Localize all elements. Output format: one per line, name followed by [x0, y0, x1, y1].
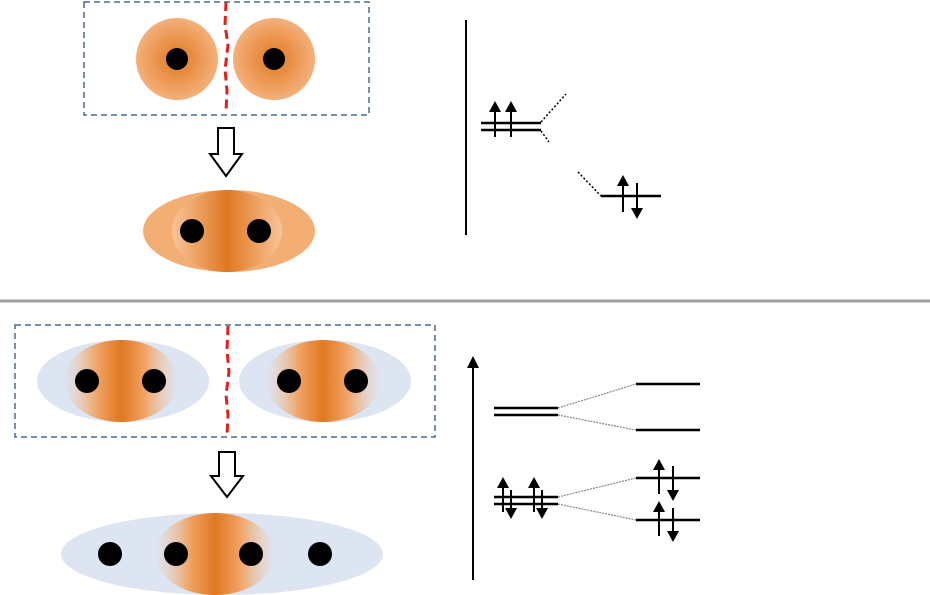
electron-spin-up-icon — [489, 101, 501, 137]
electron-spin-up-icon — [653, 501, 665, 536]
dashed-box-bottom — [14, 324, 436, 438]
correlation-line — [557, 414, 637, 431]
atom-nucleus — [239, 542, 263, 566]
electron-spin-down-icon — [667, 466, 679, 501]
correlation-line — [540, 93, 567, 123]
atom-nucleus — [180, 219, 204, 243]
electron-spin-down-icon — [536, 490, 548, 519]
correlation-line — [557, 477, 637, 498]
cut-line — [223, 1, 230, 113]
bottom-panel — [14, 324, 700, 595]
down-arrow-icon — [208, 127, 244, 178]
bond-density — [155, 513, 275, 595]
correlation-line — [557, 503, 637, 521]
atom-nucleus — [164, 542, 188, 566]
atom-nucleus — [263, 48, 285, 70]
electron-spin-up-icon — [497, 477, 509, 512]
atom-nucleus — [98, 542, 122, 566]
atom-nucleus — [166, 48, 188, 70]
bond-density — [266, 340, 380, 422]
correlation-line — [577, 171, 602, 197]
dashed-box-top — [83, 1, 370, 116]
atom-nucleus — [308, 542, 332, 566]
electron-spin-up-icon — [653, 459, 665, 494]
atom-nucleus — [75, 369, 99, 393]
correlation-line — [557, 383, 637, 409]
electron-spin-down-icon — [667, 508, 679, 542]
down-arrow-icon — [208, 451, 246, 499]
electron-spin-up-icon — [505, 101, 517, 137]
atom-nucleus — [344, 369, 368, 393]
bond-density — [64, 340, 178, 422]
electron-spin-up-icon — [617, 175, 629, 212]
electron-spin-up-icon — [528, 477, 540, 512]
atom-nucleus — [247, 219, 271, 243]
cut-line — [224, 325, 231, 437]
correlation-line — [540, 130, 550, 143]
bond-density — [172, 190, 282, 272]
electron-spin-down-icon — [631, 183, 643, 219]
atom-nucleus — [142, 369, 166, 393]
electron-spin-down-icon — [505, 490, 517, 519]
top-panel — [83, 1, 661, 272]
atom-nucleus — [277, 369, 301, 393]
